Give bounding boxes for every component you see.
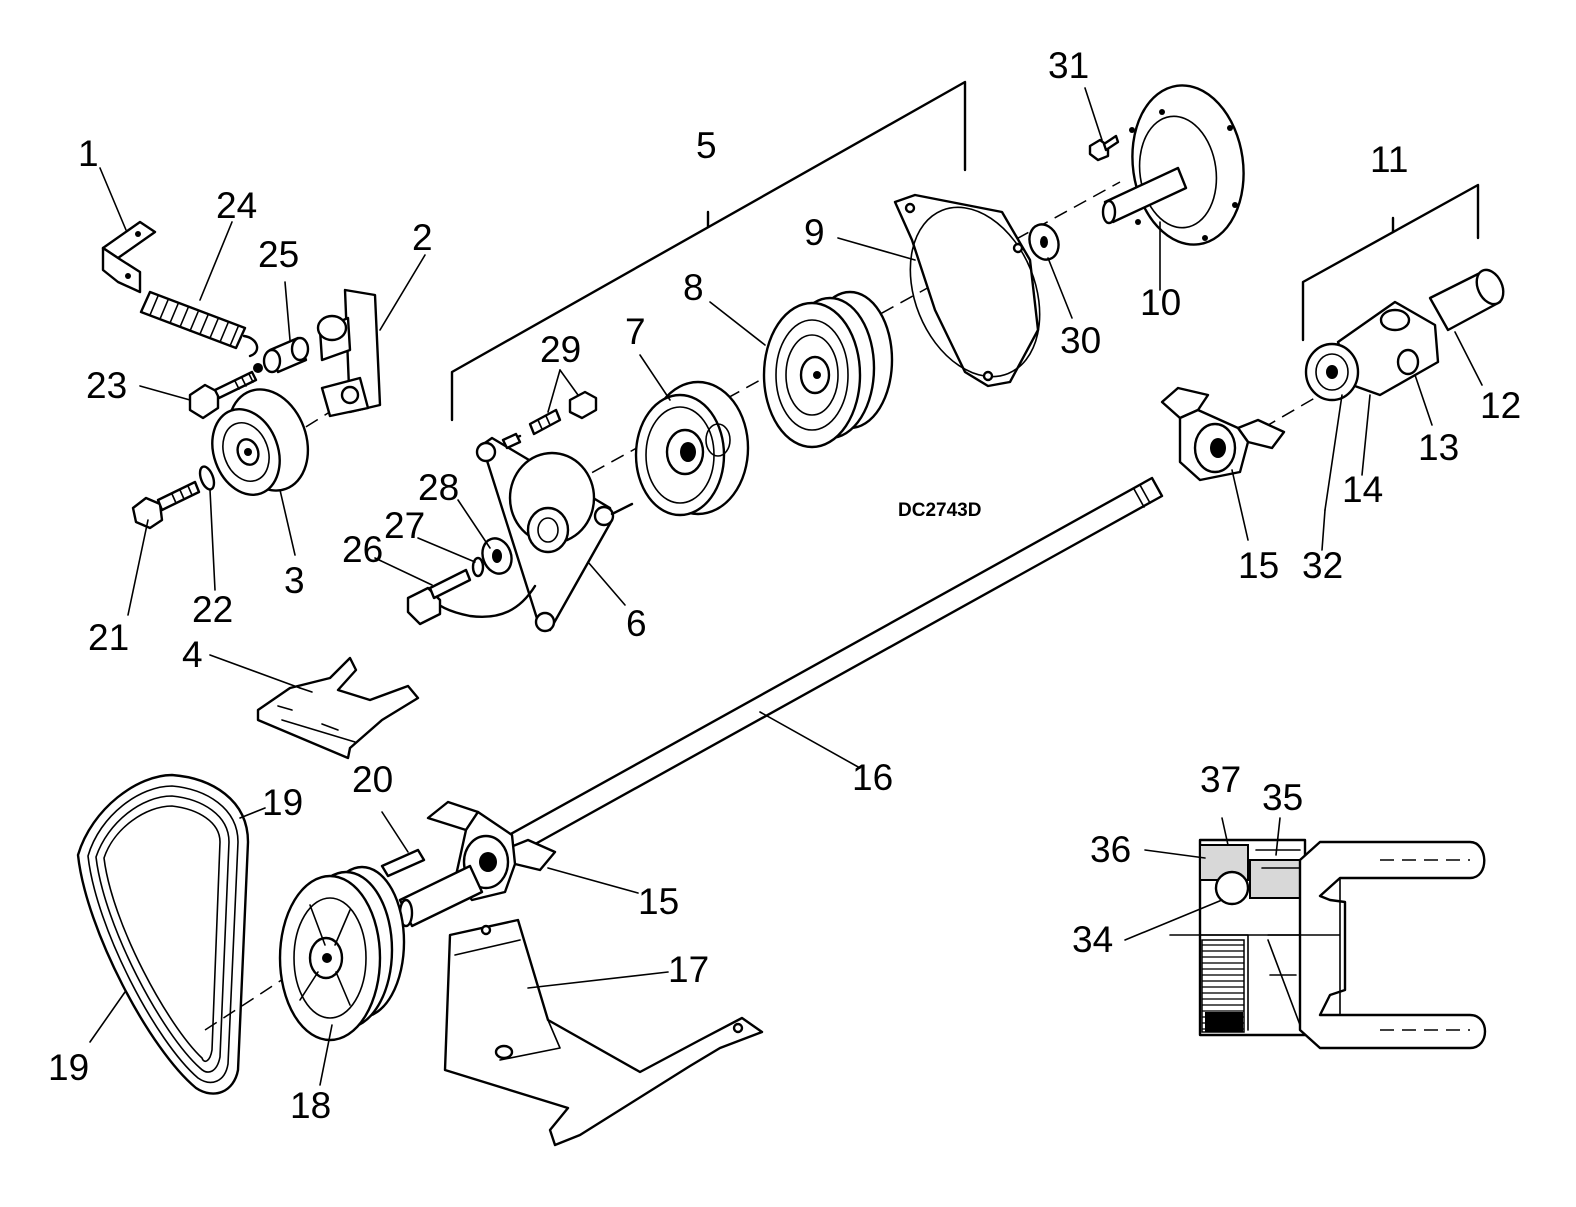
callout-26: 26 <box>342 529 383 570</box>
part-13-cross <box>1396 348 1420 376</box>
callout-4: 4 <box>182 634 203 675</box>
part-24-spring <box>139 290 259 358</box>
callout-36: 36 <box>1090 829 1131 870</box>
callout-6: 6 <box>626 603 647 644</box>
axis-line-main <box>514 181 1121 516</box>
callout-5: 5 <box>696 125 717 166</box>
callout-37: 37 <box>1200 759 1241 800</box>
callout-12: 12 <box>1480 385 1521 426</box>
callout-19-upper: 19 <box>262 782 303 823</box>
detail-yoke-coupler <box>1169 838 1487 1050</box>
callout-22: 22 <box>192 589 233 630</box>
callout-14: 14 <box>1342 469 1383 510</box>
part-2-idler-arm <box>316 288 382 418</box>
part-15-bearing-upper <box>1160 386 1286 482</box>
callout-28: 28 <box>418 467 459 508</box>
callout-11: 11 <box>1370 139 1408 180</box>
callout-27: 27 <box>384 505 425 546</box>
callout-9: 9 <box>804 212 825 253</box>
callout-13: 13 <box>1418 427 1459 468</box>
callout-29: 29 <box>540 329 581 370</box>
callout-25: 25 <box>258 234 299 275</box>
callout-18: 18 <box>290 1085 331 1126</box>
part-31-bolt <box>1088 134 1120 162</box>
part-12-yoke-shaft <box>1428 268 1505 332</box>
callout-7: 7 <box>625 311 646 352</box>
part-27-lockwasher <box>471 556 485 578</box>
part-4-plate <box>256 656 420 760</box>
part-19-v-belt <box>76 773 250 1095</box>
callout-34: 34 <box>1072 919 1113 960</box>
callout-24: 24 <box>216 185 257 226</box>
part-26-screw <box>428 568 472 600</box>
callout-23: 23 <box>86 365 127 406</box>
callout-3: 3 <box>284 560 305 601</box>
callout-15-lower: 15 <box>638 881 679 922</box>
part-9-housing <box>893 193 1041 388</box>
part-8-double-pulley <box>762 290 894 449</box>
callout-10: 10 <box>1140 282 1181 323</box>
callout-8: 8 <box>683 267 704 308</box>
callout-21: 21 <box>88 617 129 658</box>
callout-1: 1 <box>78 133 99 174</box>
bracket-group-11 <box>1301 183 1480 342</box>
callout-labels: 1 2 3 4 5 6 7 8 9 10 11 12 13 14 15 15 1… <box>48 45 1521 1126</box>
leader-lines <box>89 87 1483 1086</box>
callout-30: 30 <box>1060 320 1101 361</box>
part-25-bushing <box>253 336 310 374</box>
callout-20: 20 <box>352 759 393 800</box>
callout-32: 32 <box>1302 545 1343 586</box>
part-3-idler-pulley <box>211 388 310 496</box>
part-17-mount-bracket <box>443 918 764 1147</box>
part-1-bracket <box>101 220 157 294</box>
callout-35: 35 <box>1262 777 1303 818</box>
part-20-key <box>380 848 426 878</box>
part-32-bearing <box>1304 342 1360 402</box>
part-10-flange-shaft <box>1101 84 1245 246</box>
part-22-washer <box>198 465 216 491</box>
part-29-stud-nut <box>501 390 598 450</box>
callout-2: 2 <box>412 217 433 258</box>
part-7-clutch-rotor <box>634 380 750 517</box>
callout-15-upper: 15 <box>1238 545 1279 586</box>
part-30-washer <box>1028 223 1060 261</box>
callout-17: 17 <box>668 949 709 990</box>
callout-19-lower: 19 <box>48 1047 89 1088</box>
part-6-clutch-plate <box>406 434 634 633</box>
diagram-code: DC2743D <box>898 500 981 521</box>
part-23-bolt <box>188 370 258 420</box>
bracket-group-5 <box>450 80 967 422</box>
part-18-lower-pulley <box>278 865 406 1042</box>
callout-31: 31 <box>1048 45 1089 86</box>
part-21-bolt <box>131 480 201 530</box>
callout-16: 16 <box>852 757 893 798</box>
axis-line-right <box>1224 394 1321 451</box>
